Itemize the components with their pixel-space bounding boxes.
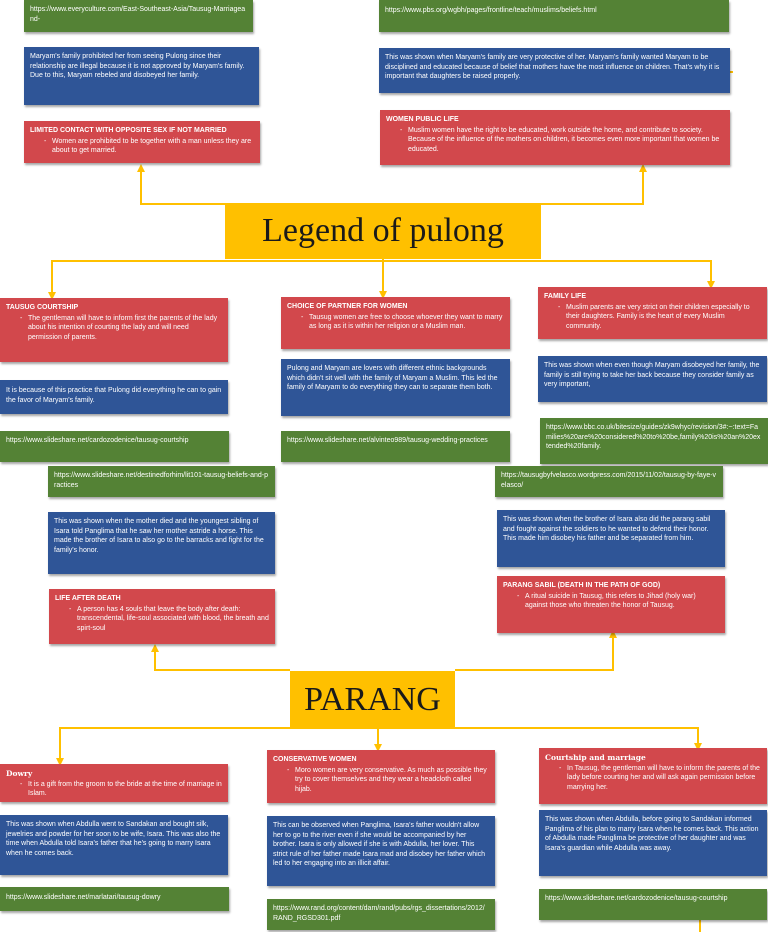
box-title: LIMITED CONTACT WITH OPPOSITE SEX IF NOT… bbox=[30, 127, 227, 134]
link-text: https://www.slideshare.net/cardozodenice… bbox=[6, 437, 189, 444]
box-text: This was shown when even though Maryam d… bbox=[544, 362, 760, 389]
dowry-explanation-box: This was shown when Abdulla went to Sand… bbox=[0, 815, 228, 875]
link-text: https://www.pbs.org/wgbh/pages/frontline… bbox=[385, 7, 597, 14]
family-life-box: FAMILY LIFE Muslim parents are very stri… bbox=[538, 287, 767, 339]
source-link-wedding[interactable]: https://www.slideshare.net/alvinteo989/t… bbox=[281, 431, 510, 462]
link-text: https://www.slideshare.net/alvinteo989/t… bbox=[287, 437, 488, 444]
box-text: Pulong and Maryam are lovers with differ… bbox=[287, 365, 498, 392]
choice-explanation-box: Pulong and Maryam are lovers with differ… bbox=[281, 359, 510, 416]
box-text: This was shown when Abdulla, before goin… bbox=[545, 816, 759, 852]
parang-sabil-box: PARANG SABIL (DEATH IN THE PATH OF GOD) … bbox=[497, 576, 725, 633]
legend-title-box: Legend of pulong bbox=[225, 203, 541, 259]
box-bullet: Muslim women have the right to be educat… bbox=[386, 126, 724, 155]
dowry-box: Dowry It is a gift from the groom to the… bbox=[0, 764, 228, 802]
box-bullet: In Tausug, the gentleman will have to in… bbox=[545, 764, 761, 793]
protective-family-box: This was shown when Maryam's family are … bbox=[379, 48, 730, 93]
box-text: Maryam's family prohibited her from seei… bbox=[30, 53, 245, 80]
box-text: This can be observed when Panglima, Isar… bbox=[273, 822, 486, 868]
box-text: This was shown when the mother died and … bbox=[54, 518, 264, 554]
parang-title: PARANG bbox=[304, 680, 441, 718]
box-title: LIFE AFTER DEATH bbox=[55, 595, 121, 602]
box-title: TAUSUG COURTSHIP bbox=[6, 304, 79, 311]
link-text: https://www.slideshare.net/marlatari/tau… bbox=[6, 894, 161, 901]
courtship-marriage-box: Courtship and marriage In Tausug, the ge… bbox=[539, 748, 767, 804]
box-bullet: Tausug women are free to choose whoever … bbox=[287, 313, 504, 332]
courtship-explanation-box: It is because of this practice that Pulo… bbox=[0, 380, 228, 414]
women-public-life-box: WOMEN PUBLIC LIFE Muslim women have the … bbox=[380, 110, 730, 165]
source-link-courtship-2[interactable]: https://www.slideshare.net/cardozodenice… bbox=[539, 889, 767, 920]
conservative-explanation-box: This can be observed when Panglima, Isar… bbox=[267, 816, 495, 886]
source-link-everyculture[interactable]: https://www.everyculture.com/East-Southe… bbox=[24, 0, 253, 32]
brother-explanation-box: This was shown when the brother of Isara… bbox=[497, 510, 725, 567]
box-title: PARANG SABIL (DEATH IN THE PATH OF GOD) bbox=[503, 582, 661, 589]
source-link-dowry[interactable]: https://www.slideshare.net/marlatari/tau… bbox=[0, 887, 229, 911]
source-link-destined[interactable]: https://www.slideshare.net/destinedforhi… bbox=[48, 466, 275, 497]
source-link-tausugbyf[interactable]: https://tausugbyfvelasco.wordpress.com/2… bbox=[495, 466, 723, 497]
box-title: FAMILY LIFE bbox=[544, 293, 587, 300]
mother-explanation-box: This was shown when the mother died and … bbox=[48, 512, 275, 574]
source-link-rand[interactable]: https://www.rand.org/content/dam/rand/pu… bbox=[267, 899, 495, 930]
link-text: https://www.everyculture.com/East-Southe… bbox=[30, 6, 246, 23]
life-after-death-box: LIFE AFTER DEATH A person has 4 souls th… bbox=[49, 589, 275, 644]
maryam-family-box: Maryam's family prohibited her from seei… bbox=[24, 47, 259, 105]
box-text: This was shown when the brother of Isara… bbox=[503, 516, 711, 543]
conservative-women-box: CONSERVATIVE WOMEN Moro women are very c… bbox=[267, 750, 495, 803]
limited-contact-box: LIMITED CONTACT WITH OPPOSITE SEX IF NOT… bbox=[24, 121, 260, 163]
source-link-courtship[interactable]: https://www.slideshare.net/cardozodenice… bbox=[0, 431, 229, 462]
box-bullet: The gentleman will have to inform first … bbox=[6, 314, 222, 343]
link-text: https://www.bbc.co.uk/bitesize/guides/zk… bbox=[546, 424, 761, 451]
box-bullet: It is a gift from the groom to the bride… bbox=[6, 780, 222, 799]
box-title: CHOICE OF PARTNER FOR WOMEN bbox=[287, 303, 408, 310]
box-title: WOMEN PUBLIC LIFE bbox=[386, 116, 459, 123]
link-text: https://tausugbyfvelasco.wordpress.com/2… bbox=[501, 472, 717, 489]
box-text: It is because of this practice that Pulo… bbox=[6, 387, 222, 404]
source-link-pbs[interactable]: https://www.pbs.org/wgbh/pages/frontline… bbox=[379, 0, 729, 32]
family-explanation-box: This was shown when even though Maryam d… bbox=[538, 356, 767, 402]
box-title: CONSERVATIVE WOMEN bbox=[273, 756, 357, 763]
parang-title-box: PARANG bbox=[290, 671, 455, 728]
box-text: This was shown when Maryam's family are … bbox=[385, 54, 720, 81]
box-bullet: Moro women are very conservative. As muc… bbox=[273, 766, 489, 795]
link-text: https://www.slideshare.net/destinedforhi… bbox=[54, 472, 269, 489]
box-bullet: Muslim parents are very strict on their … bbox=[544, 303, 761, 332]
choice-of-partner-box: CHOICE OF PARTNER FOR WOMEN Tausug women… bbox=[281, 297, 510, 349]
box-text: This was shown when Abdulla went to Sand… bbox=[6, 821, 221, 857]
link-text: https://www.rand.org/content/dam/rand/pu… bbox=[273, 905, 485, 922]
link-text: https://www.slideshare.net/cardozodenice… bbox=[545, 895, 728, 902]
box-bullet: Women are prohibited to be together with… bbox=[30, 137, 254, 156]
box-bullet: A person has 4 souls that leave the body… bbox=[55, 605, 269, 634]
box-title: Dowry bbox=[6, 769, 33, 778]
box-title: Courtship and marriage bbox=[545, 753, 646, 762]
source-link-bbc[interactable]: https://www.bbc.co.uk/bitesize/guides/zk… bbox=[540, 418, 768, 464]
tausug-courtship-box: TAUSUG COURTSHIP The gentleman will have… bbox=[0, 298, 228, 362]
legend-title: Legend of pulong bbox=[262, 212, 504, 250]
box-bullet: A ritual suicide in Tausug, this refers … bbox=[503, 592, 719, 611]
marriage-explanation-box: This was shown when Abdulla, before goin… bbox=[539, 810, 767, 876]
